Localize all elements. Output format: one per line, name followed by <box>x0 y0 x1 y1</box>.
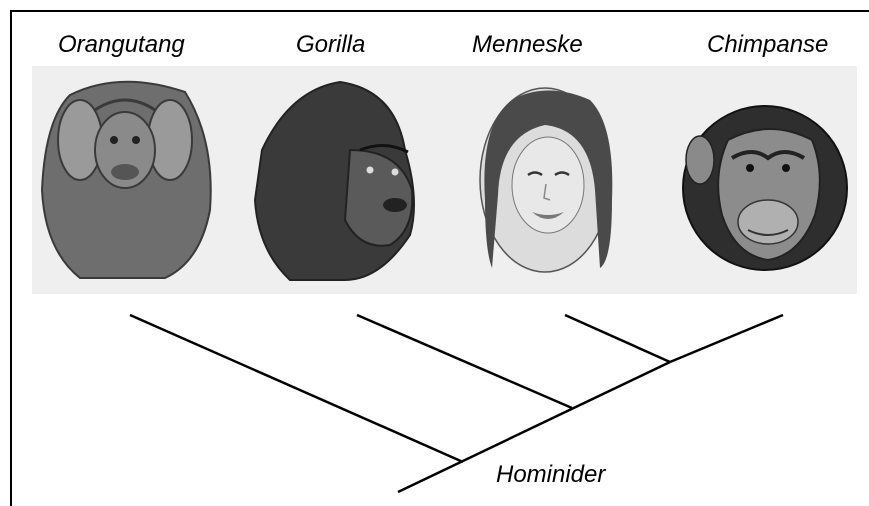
tree-branches <box>130 315 783 492</box>
branch-orangutang <box>130 315 463 462</box>
branch-gorilla <box>357 315 572 408</box>
orangutan-portrait-icon <box>42 82 211 278</box>
branch-chimpanse <box>670 315 783 362</box>
human-portrait-icon <box>480 88 612 272</box>
gorilla-portrait-icon <box>255 82 414 280</box>
chimpanzee-portrait-icon <box>683 106 847 270</box>
branch-menneske <box>565 315 670 362</box>
root-label: Hominider <box>496 461 605 489</box>
